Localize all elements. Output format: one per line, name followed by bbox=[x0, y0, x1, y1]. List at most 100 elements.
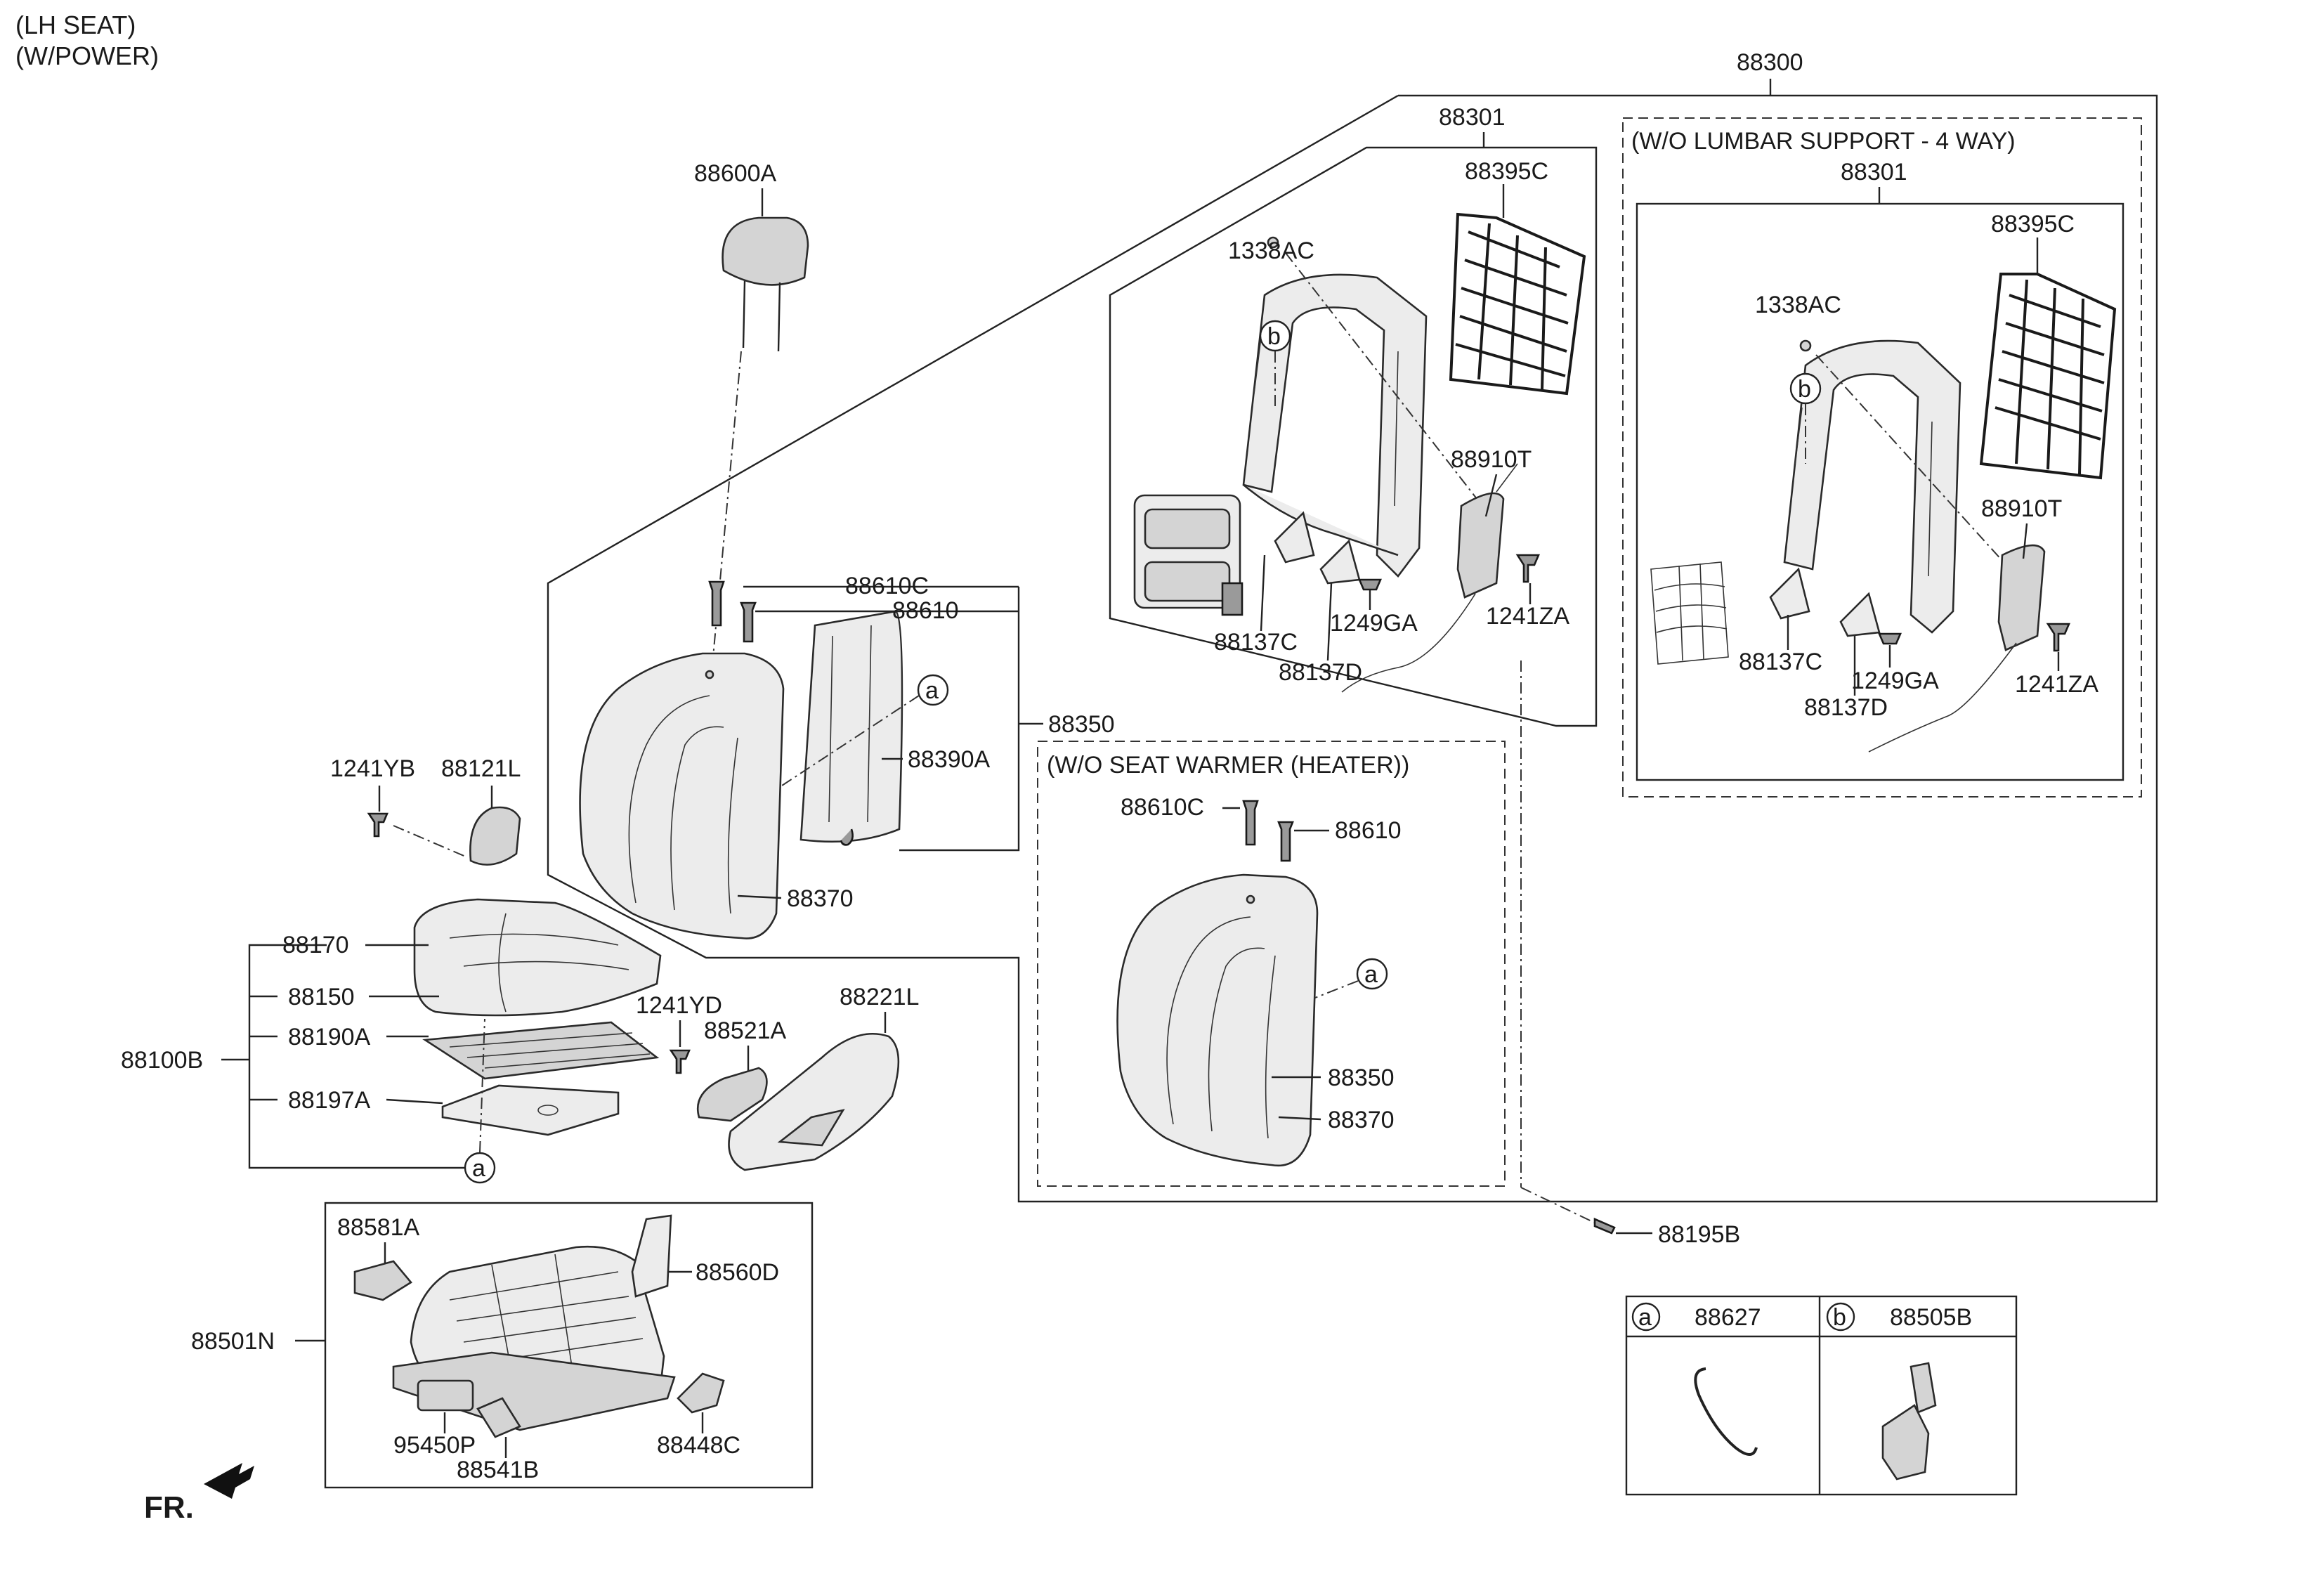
airbag-harness-right bbox=[1868, 642, 2017, 753]
label-88521a: 88521A bbox=[704, 1017, 787, 1044]
label-88448c: 88448C bbox=[657, 1432, 740, 1459]
leader-88370-heater bbox=[1278, 1116, 1321, 1121]
leader-88137c-left bbox=[1260, 554, 1266, 632]
group-heater-title: (W/O SEAT WARMER (HEATER)) bbox=[1047, 752, 1409, 779]
leader-88197a bbox=[386, 1098, 443, 1105]
callout-a-back-text: a bbox=[925, 677, 939, 704]
label-88910t-left: 88910T bbox=[1451, 446, 1532, 473]
bracket-88137d-left bbox=[1319, 539, 1361, 585]
guide-hole-heater bbox=[1246, 894, 1255, 904]
group-lumbar-title: (W/O LUMBAR SUPPORT - 4 WAY) bbox=[1631, 128, 2016, 155]
airbag-88910t-right bbox=[1997, 544, 2046, 651]
cushion-plate-hole bbox=[537, 1105, 559, 1116]
callout-a-cushion-text: a bbox=[472, 1155, 485, 1182]
cushion-pad-ribs bbox=[449, 1032, 651, 1069]
side-shield-opening bbox=[777, 1109, 845, 1147]
label-88137d-right: 88137D bbox=[1804, 694, 1888, 721]
label-1241yb: 1241YB bbox=[330, 755, 415, 782]
callout-a-cushion bbox=[464, 1152, 496, 1184]
screw-1241za-right bbox=[2046, 623, 2070, 652]
centerline-left-frame bbox=[1285, 252, 1483, 507]
label-1241za-right: 1241ZA bbox=[2015, 671, 2098, 698]
guide-88610-heater bbox=[1277, 821, 1294, 862]
label-88100b: 88100B bbox=[121, 1047, 203, 1074]
bolt-1338ac-right bbox=[1799, 339, 1812, 352]
label-88137c-left: 88137C bbox=[1214, 629, 1298, 656]
clip-88627 bbox=[1694, 1367, 1758, 1456]
label-1241yd: 1241YD bbox=[636, 992, 722, 1019]
label-1249ga-right: 1249GA bbox=[1851, 668, 1939, 694]
label-88395c-left: 88395C bbox=[1465, 158, 1548, 185]
callout-a-back bbox=[917, 674, 949, 706]
screw-1249ga-right bbox=[1878, 632, 1902, 645]
bracket-88137c-left bbox=[1274, 511, 1315, 564]
label-88560d: 88560D bbox=[696, 1259, 779, 1286]
motor-88448c bbox=[677, 1372, 725, 1414]
seatback-cover bbox=[579, 652, 785, 939]
legend-a-circle bbox=[1631, 1302, 1661, 1332]
lever-88560d bbox=[631, 1214, 672, 1298]
bracket-88137c-right bbox=[1769, 567, 1810, 620]
legend-a-part: 88627 bbox=[1695, 1304, 1761, 1331]
airbag-strap-left bbox=[1496, 463, 1518, 493]
label-88610c-heater: 88610C bbox=[1121, 794, 1204, 821]
front-arrow-icon bbox=[204, 1463, 254, 1499]
label-88501n: 88501N bbox=[191, 1328, 275, 1355]
group-lumbar-option-outline bbox=[1622, 117, 2142, 798]
label-88197a: 88197A bbox=[288, 1087, 371, 1114]
leader-a-heater bbox=[1314, 980, 1359, 998]
legend-b-circle bbox=[1826, 1302, 1855, 1332]
bracket-88350 bbox=[899, 587, 1020, 852]
callout-b-left-text: b bbox=[1267, 323, 1281, 350]
leader-88910t-left bbox=[1484, 474, 1498, 517]
leader-88370 bbox=[737, 894, 782, 899]
lumbar-wire-right bbox=[1650, 561, 1729, 665]
header-w-power: (W/POWER) bbox=[15, 41, 159, 70]
label-88350-heater: 88350 bbox=[1328, 1065, 1395, 1091]
screw-1249ga-left bbox=[1358, 578, 1382, 591]
label-1249ga-left: 1249GA bbox=[1330, 610, 1418, 637]
label-88910t-right: 88910T bbox=[1981, 495, 2062, 522]
seatback-frame-left bbox=[1242, 273, 1428, 578]
guide-88610 bbox=[740, 601, 757, 643]
centerline-right-frame bbox=[1815, 354, 2017, 577]
bracket-88137d-right bbox=[1839, 592, 1881, 637]
label-88195b: 88195B bbox=[1658, 1221, 1740, 1248]
label-88581a: 88581A bbox=[337, 1214, 420, 1241]
screw-1241yd bbox=[669, 1049, 691, 1074]
cushion-plate-88197a bbox=[441, 1084, 620, 1136]
screw-1241za-left bbox=[1515, 554, 1540, 583]
legend-b-letter: b bbox=[1833, 1304, 1846, 1331]
label-88600a: 88600A bbox=[694, 160, 777, 187]
group-88300-label: 88300 bbox=[1737, 49, 1803, 76]
side-shield-88221l bbox=[728, 1032, 900, 1171]
group-heater-option-outline bbox=[1037, 741, 1506, 1187]
heater-mat-left bbox=[1133, 494, 1243, 616]
seatback-cover-heater bbox=[1116, 873, 1319, 1167]
header-lh-seat: (LH SEAT) bbox=[15, 11, 136, 39]
label-88190a: 88190A bbox=[288, 1024, 371, 1050]
leader-a-cushion bbox=[479, 1018, 485, 1153]
motor-88541b bbox=[476, 1397, 521, 1438]
label-95450p: 95450P bbox=[393, 1432, 476, 1459]
label-88541b: 88541B bbox=[457, 1457, 539, 1483]
screw-1241yb bbox=[367, 812, 389, 838]
group-88501n-outline bbox=[324, 1202, 814, 1489]
legend-table bbox=[1625, 1295, 2018, 1496]
legend-a-letter: a bbox=[1638, 1304, 1652, 1331]
group-88301-right-label: 88301 bbox=[1841, 159, 1907, 186]
group-88301-right-outline bbox=[1636, 202, 2124, 781]
label-88121l: 88121L bbox=[441, 755, 521, 782]
screw-88195b bbox=[1593, 1218, 1616, 1235]
bracket-88100b bbox=[248, 944, 467, 1169]
label-88610-heater: 88610 bbox=[1335, 817, 1402, 844]
label-1338ac-right: 1338AC bbox=[1755, 292, 1841, 318]
guide-88610c-heater bbox=[1242, 800, 1259, 846]
module-95450p bbox=[417, 1379, 474, 1412]
callout-b-left bbox=[1259, 320, 1291, 352]
cushion-pad-88190a bbox=[422, 1021, 660, 1080]
callout-a-heater bbox=[1356, 958, 1388, 990]
label-88610: 88610 bbox=[892, 597, 959, 624]
guide-hole bbox=[705, 670, 714, 679]
